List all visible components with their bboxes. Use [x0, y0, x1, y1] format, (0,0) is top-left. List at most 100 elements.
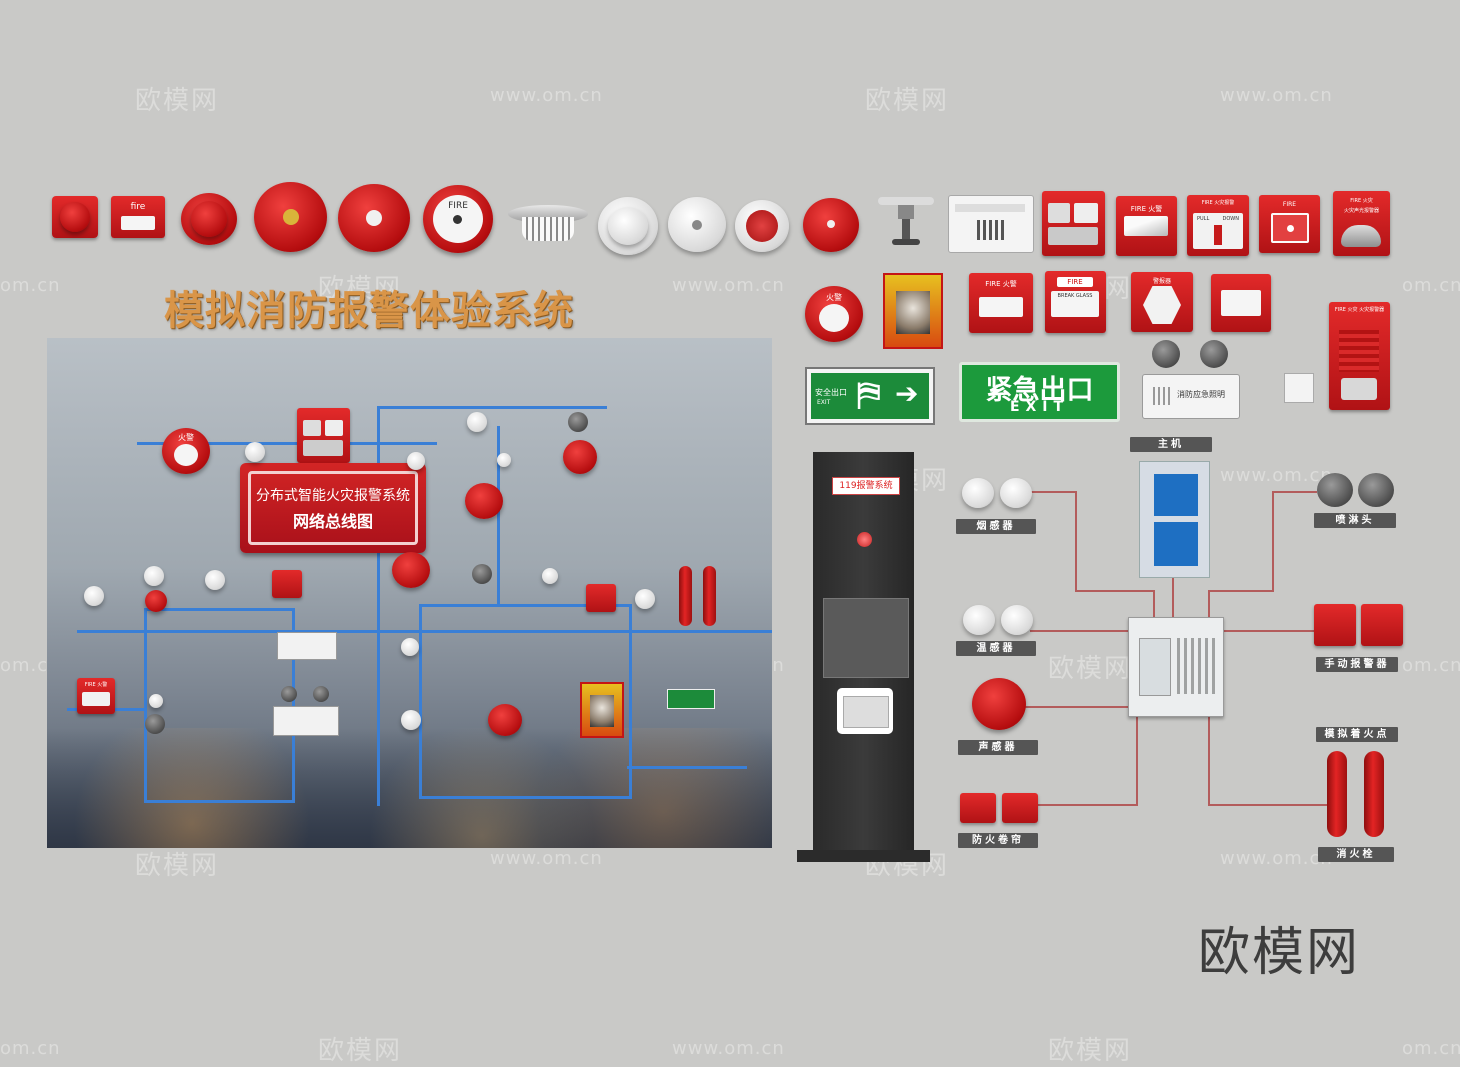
emergency-exit-sign: 紧急出口 EXIT: [959, 362, 1120, 422]
smoke-detector-icon: [1000, 478, 1032, 508]
label-hydrant: 消火栓: [1318, 847, 1394, 862]
manual-call-point-icon: [272, 570, 302, 598]
alarm-device-icon: 火警: [162, 428, 210, 474]
label-host: 主机: [1130, 437, 1212, 452]
emergency-light-icon: [273, 706, 339, 736]
fire-point-icon: [679, 566, 692, 626]
break-glass-icon: FIRE BREAK GLASS: [1045, 271, 1106, 333]
watermark-url: www.om.cn: [672, 1038, 785, 1059]
fire-alarm-box-icon: FIRE 火警: [969, 273, 1033, 333]
label-smoke: 烟感器: [956, 519, 1036, 534]
smoke-sensor-icon: [635, 589, 655, 609]
manual-call-point-icon: [586, 584, 616, 612]
kiosk-handset-icon: [837, 688, 893, 734]
smoke-detector-icon: [508, 205, 588, 243]
fire-bell-icon: [392, 552, 430, 588]
sprinkler-head-icon: [878, 197, 934, 249]
hydrant-icon: [1327, 751, 1347, 837]
sounder-icon: [488, 704, 522, 736]
tall-fire-alarm-icon: FIRE 火灾 火灾报警器: [1329, 302, 1390, 410]
fire-alarm-bell-icon: FIRE: [423, 185, 493, 253]
alarm-kiosk: 119报警系统: [797, 452, 930, 862]
heat-detector-icon: [963, 605, 995, 635]
emergency-lamp-icon: [281, 686, 297, 702]
emergency-lamp-icon: [1200, 340, 1228, 368]
label-sounder: 声感器: [958, 740, 1038, 755]
page-title: 模拟消防报警体验系统: [164, 288, 574, 334]
watermark-url: om.cn: [1402, 655, 1460, 676]
smoke-sensor-icon: [598, 197, 658, 255]
sound-light-alarm-icon: FIRE 火灾 火灾声光报警器: [1333, 191, 1390, 256]
network-title-plate: 分布式智能火灾报警系统 网络总线图: [240, 463, 426, 553]
watermark-url: www.om.cn: [490, 848, 603, 869]
watermark-brand: 欧模网: [1048, 654, 1133, 684]
heat-sensor-icon: [401, 638, 419, 656]
exit-sign-icon: [667, 689, 715, 709]
smoke-sensor-icon: [144, 566, 164, 586]
watermark-url: www.om.cn: [672, 275, 785, 296]
running-man-icon: ⛿: [857, 375, 881, 413]
strobe-box-icon: fire: [111, 196, 165, 238]
arrow-right-icon: ➔: [895, 377, 919, 410]
wall-switch-icon: [1284, 373, 1314, 403]
sensor-red-center-icon: [735, 200, 789, 252]
fire-safety-poster-icon: [883, 273, 943, 349]
alarm-button-icon: [857, 532, 872, 547]
fire-alarm-round-icon: 火警: [805, 286, 863, 342]
network-bus-diagram: 火警 分布式智能火灾报警系统 网络总线图 FIRE 火警: [47, 338, 772, 848]
brand-logo: 欧模网: [1198, 923, 1361, 983]
heat-sensor-icon: [149, 694, 163, 708]
control-panel-icon: [297, 408, 350, 463]
smoke-detector-icon: [962, 478, 994, 508]
heat-detector-icon: [1001, 605, 1033, 635]
emergency-lamp-icon: [1152, 340, 1180, 368]
smoke-sensor-icon: [245, 442, 265, 462]
hydrant-icon: [1364, 751, 1384, 837]
watermark-url: om.cn: [1402, 275, 1460, 296]
alarm-button-box-icon: FIRE: [1259, 195, 1320, 253]
watermark-brand: 欧模网: [135, 851, 220, 881]
smoke-sensor-icon: [467, 412, 487, 432]
fire-bell-icon: [181, 193, 237, 245]
watermark-brand: 欧模网: [318, 274, 403, 304]
watermark-url: om.cn: [0, 275, 61, 296]
fire-bell-large-icon: [254, 182, 327, 252]
sensor-grey-icon: [472, 564, 492, 584]
alarm-keypad-icon: [948, 195, 1034, 253]
sprinkler-icon: [1317, 473, 1353, 507]
fire-control-panel-icon: [1042, 191, 1105, 256]
alarm-bell-icon: [338, 184, 410, 252]
heat-sensor-icon: [84, 586, 104, 606]
sounder-icon: [563, 440, 597, 474]
alarm-hexagon-icon: 警报器: [1131, 272, 1193, 332]
sensor-grey-icon: [568, 412, 588, 432]
emergency-lighting-box: 消防应急照明: [1142, 374, 1240, 419]
manual-alarm-icon: [1314, 604, 1356, 646]
watermark-url: www.om.cn: [1220, 465, 1333, 486]
label-shutter: 防火卷帘: [958, 833, 1038, 848]
sounder-icon: [972, 678, 1026, 730]
smoke-sensor-icon: [401, 710, 421, 730]
alarm-bell-icon: [465, 483, 503, 519]
label-heat: 温感器: [956, 641, 1036, 656]
heat-sensor-icon: [668, 197, 726, 252]
pull-station-icon: FIRE 火灾报警 PULL DOWN: [1187, 195, 1249, 256]
manual-alarm-icon: [1361, 604, 1403, 646]
manual-call-point-icon: FIRE 火警: [1116, 196, 1177, 256]
watermark-brand: 欧模网: [318, 1036, 403, 1066]
kiosk-screen: [823, 598, 909, 678]
alarm-controller: [1128, 617, 1224, 717]
watermark-url: www.om.cn: [1220, 85, 1333, 106]
host-cabinet: [1139, 461, 1210, 578]
strobe-beacon-icon: [52, 196, 98, 238]
label-manual: 手动报警器: [1316, 657, 1398, 672]
smoke-sensor-icon: [205, 570, 225, 590]
heat-sensor-icon: [497, 453, 511, 467]
watermark-brand: 欧模网: [865, 86, 950, 116]
label-fire-point: 模拟着火点: [1316, 727, 1398, 742]
watermark-url: www.om.cn: [490, 85, 603, 106]
sounder-icon: [803, 198, 859, 252]
watermark-url: www.om.cn: [1220, 848, 1333, 869]
label-sprinkler: 喷淋头: [1314, 513, 1396, 528]
watermark-url: om.cn: [0, 655, 61, 676]
